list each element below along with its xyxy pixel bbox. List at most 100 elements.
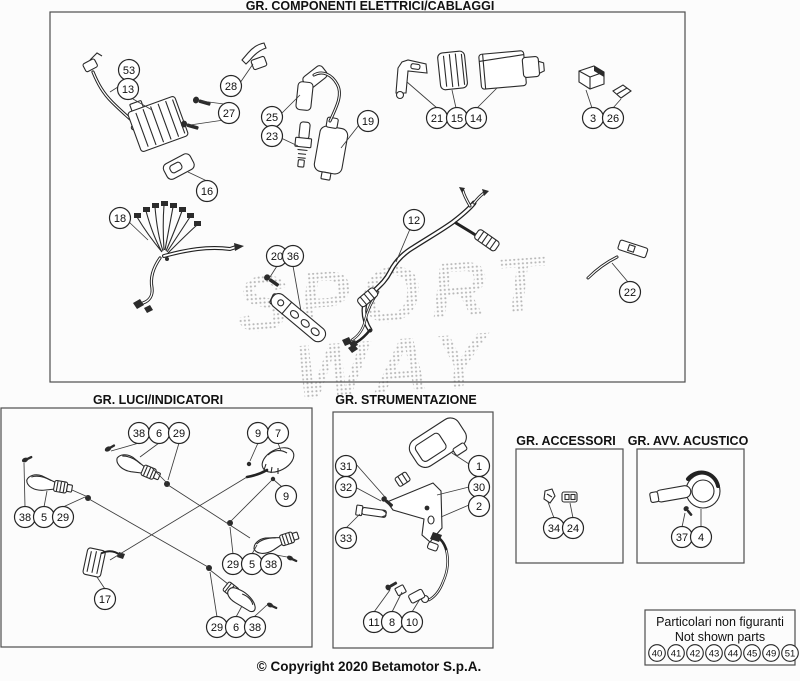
not-shown-parts-frame — [644, 609, 796, 666]
svg-text:41: 41 — [671, 648, 682, 659]
bracket-clip-part — [561, 491, 578, 503]
wiring-harness-part — [133, 201, 244, 313]
svg-text:38: 38 — [19, 512, 31, 524]
svg-text:49: 49 — [766, 648, 777, 659]
svg-text:38: 38 — [133, 428, 145, 440]
assembly-lines — [71, 467, 274, 585]
svg-text:44: 44 — [728, 648, 739, 659]
svg-text:31: 31 — [340, 461, 352, 473]
callout-23: 23 — [260, 124, 284, 148]
electrical-section-title: GR. COMPONENTI ELETTRICI/CABLAGGI — [246, 0, 495, 13]
avv-acustico-leader-lines — [681, 509, 702, 528]
callout-15: 15 — [445, 106, 469, 130]
turn-indicator-part — [116, 454, 161, 481]
callout-33: 33 — [334, 526, 358, 550]
svg-text:18: 18 — [114, 213, 126, 225]
accessori-section-title: GR. ACCESSORI — [516, 434, 616, 448]
callout-29: 29 — [205, 615, 229, 639]
callout-29: 29 — [51, 505, 75, 529]
bracket-screw-part — [264, 274, 280, 287]
cdi-unit-part — [437, 50, 468, 91]
svg-text:20: 20 — [271, 251, 283, 263]
svg-text:4: 4 — [698, 532, 704, 544]
callout-22: 22 — [618, 280, 642, 304]
svg-text:29: 29 — [173, 428, 185, 440]
speed-sensor-part — [385, 532, 449, 604]
svg-text:45: 45 — [747, 648, 758, 659]
svg-text:8: 8 — [389, 617, 395, 629]
relay-part — [578, 65, 605, 90]
not-shown-part-41: 41 — [667, 644, 685, 662]
electrical-section-frame — [49, 11, 686, 383]
callout-38: 38 — [243, 615, 267, 639]
callout-28: 28 — [219, 74, 243, 98]
callout-29: 29 — [167, 421, 191, 445]
callout-12: 12 — [402, 208, 426, 232]
svg-text:28: 28 — [225, 81, 237, 93]
not-shown-part-43: 43 — [705, 644, 723, 662]
not-shown-part-42: 42 — [686, 644, 704, 662]
callout-19: 19 — [356, 109, 380, 133]
switch-part — [162, 153, 195, 180]
svg-text:13: 13 — [122, 84, 134, 96]
ignition-coil-part — [312, 71, 349, 181]
svg-text:22: 22 — [624, 287, 636, 299]
callout-53: 53 — [117, 58, 141, 82]
svg-text:27: 27 — [223, 108, 235, 120]
svg-text:11: 11 — [368, 617, 379, 629]
callout-32: 32 — [334, 475, 358, 499]
callout-29: 29 — [221, 552, 245, 576]
callout-8: 8 — [380, 610, 404, 634]
callout-21: 21 — [425, 106, 449, 130]
copyright-text: © Copyright 2020 Betamotor S.p.A. — [257, 659, 481, 674]
svg-text:7: 7 — [275, 428, 281, 440]
callout-26: 26 — [601, 106, 625, 130]
svg-text:29: 29 — [211, 622, 223, 634]
luci-section-frame — [0, 407, 313, 648]
callout-31: 31 — [334, 454, 358, 478]
callout-38: 38 — [259, 552, 283, 576]
sensor-cable-part — [586, 239, 649, 280]
turn-indicator-part — [222, 581, 256, 613]
not-shown-title-it: Particolari non figuranti — [656, 615, 784, 629]
callout-14: 14 — [464, 106, 488, 130]
svg-text:37: 37 — [676, 532, 688, 544]
indicator-screw-part — [266, 602, 278, 610]
strumentazione-leader-lines — [345, 452, 470, 613]
callout-36: 36 — [281, 244, 305, 268]
svg-text:2: 2 — [476, 501, 482, 513]
callout-38: 38 — [13, 505, 37, 529]
diode-clip-part — [612, 84, 632, 99]
svg-text:30: 30 — [473, 482, 485, 494]
voltage-regulator-part — [127, 96, 189, 152]
instrument-bracket-part — [386, 482, 443, 552]
callout-9: 9 — [274, 484, 298, 508]
luci-leader-lines — [23, 442, 288, 618]
svg-text:1: 1 — [476, 461, 482, 473]
svg-text:43: 43 — [709, 648, 720, 659]
svg-text:34: 34 — [548, 523, 560, 535]
svg-text:12: 12 — [408, 215, 420, 227]
svg-text:21: 21 — [431, 113, 443, 125]
indicator-screw-part — [286, 555, 298, 563]
svg-text:9: 9 — [255, 428, 261, 440]
accessori-leader-lines — [547, 501, 574, 519]
callout-5: 5 — [240, 552, 264, 576]
callout-6: 6 — [224, 615, 248, 639]
callout-6: 6 — [147, 421, 171, 445]
spark-plug-part — [294, 121, 313, 168]
callout-16: 16 — [195, 179, 219, 203]
luci-section-title: GR. LUCI/INDICATORI — [93, 393, 223, 407]
callout-2: 2 — [467, 494, 491, 518]
svg-text:26: 26 — [607, 113, 619, 125]
avv-acustico-section-frame — [636, 448, 745, 564]
rubber-damper-part — [394, 471, 411, 487]
horn-screw-part — [683, 506, 693, 516]
svg-text:38: 38 — [249, 622, 261, 634]
avv-acustico-section-title: GR. AVV. ACUSTICO — [628, 434, 749, 448]
not-shown-part-44: 44 — [724, 644, 742, 662]
svg-text:40: 40 — [652, 648, 663, 659]
svg-text:29: 29 — [57, 512, 69, 524]
strumentazione-section-title: GR. STRUMENTAZIONE — [335, 393, 476, 407]
